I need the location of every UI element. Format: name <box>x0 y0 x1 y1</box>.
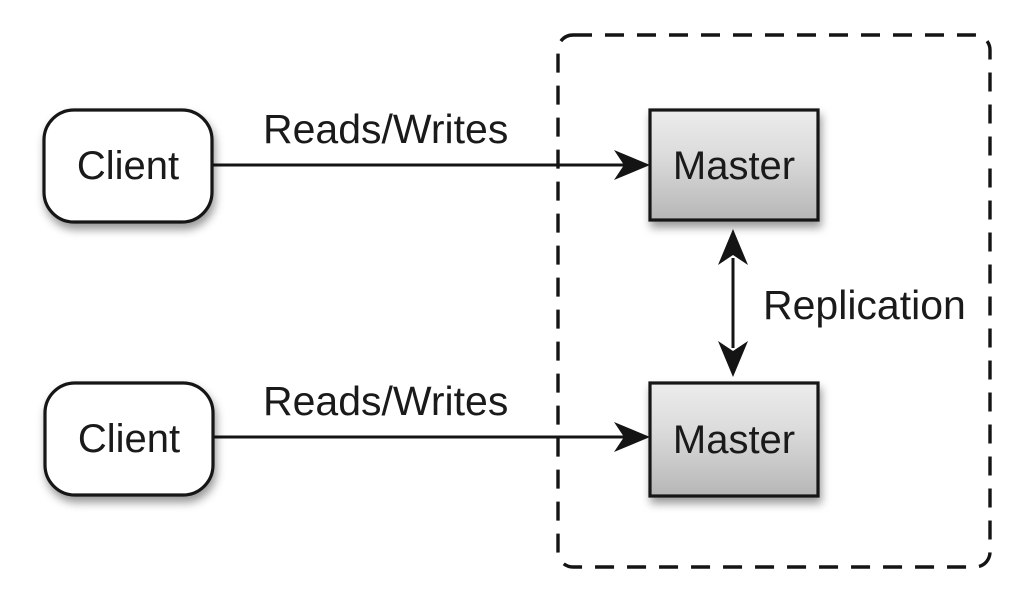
master-node-shape <box>648 381 820 498</box>
client-node-label: Client <box>77 144 179 188</box>
edge-reads-writes-top: Reads/Writes <box>212 106 650 180</box>
edge-label-reads-writes-top: Reads/Writes <box>263 106 508 152</box>
master-node-bottom: Master <box>648 381 820 498</box>
edge-reads-writes-bottom: Reads/Writes <box>212 378 650 452</box>
master-node-label: Master <box>673 144 795 188</box>
master-node-label: Master <box>673 418 795 462</box>
edge-replication: Replication <box>718 229 966 377</box>
arrowhead-up-icon <box>718 229 748 265</box>
edge-label-reads-writes-bottom: Reads/Writes <box>263 378 508 424</box>
replication-cluster-boundary <box>556 33 992 569</box>
client-node-top: Client <box>42 108 214 224</box>
client-node-shape <box>43 381 215 497</box>
arrowhead-right-icon <box>614 422 650 452</box>
master-node-top: Master <box>648 108 820 222</box>
client-node-bottom: Client <box>43 381 215 497</box>
arrowhead-right-icon <box>614 150 650 180</box>
client-node-label: Client <box>78 417 180 461</box>
client-node-shape <box>42 108 214 224</box>
master-node-shape <box>648 108 820 222</box>
edge-label-replication: Replication <box>763 282 966 328</box>
arrowhead-down-icon <box>718 341 748 377</box>
